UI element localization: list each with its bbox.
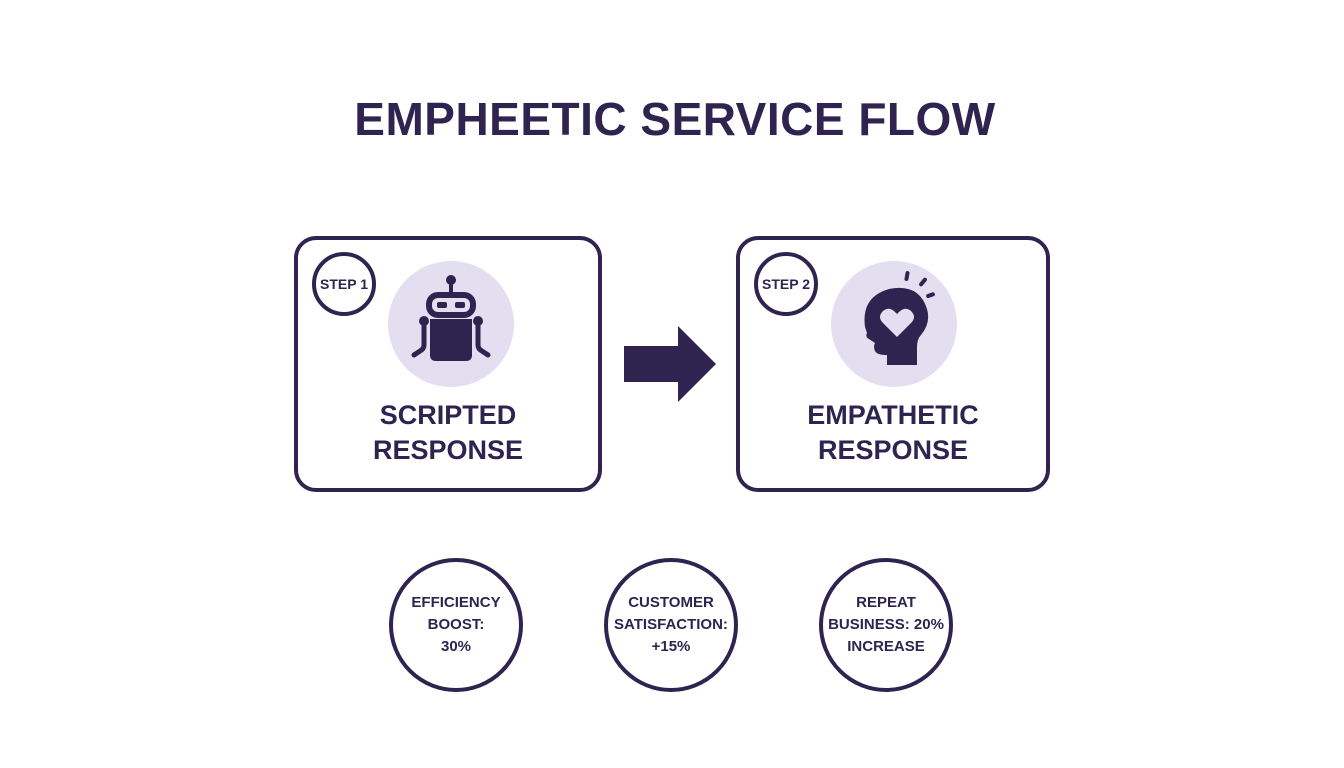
head-heart-icon-circle	[831, 261, 957, 387]
metric-satisfaction-line2: SATISFACTION:	[614, 616, 728, 633]
metric-efficiency: EFFICIENCY BOOST: 30%	[389, 558, 523, 692]
step-2-badge: STEP 2	[754, 252, 818, 316]
metric-repeat-business-line1: REPEAT	[856, 594, 916, 611]
metric-repeat-business-line3: INCREASE	[847, 638, 925, 655]
robot-icon-circle	[388, 261, 514, 387]
step-2-label: EMPATHETIC RESPONSE	[740, 398, 1046, 468]
metric-satisfaction-text: CUSTOMER SATISFACTION: +15%	[608, 592, 734, 658]
metric-satisfaction-line1: CUSTOMER	[628, 594, 714, 611]
step-1-label: SCRIPTED RESPONSE	[298, 398, 598, 468]
step-2-label-line2: RESPONSE	[817, 435, 969, 465]
metric-efficiency-text: EFFICIENCY BOOST: 30%	[393, 592, 519, 658]
step-1-badge: STEP 1	[312, 252, 376, 316]
metric-repeat-business: REPEAT BUSINESS: 20% INCREASE	[819, 558, 953, 692]
metric-satisfaction-line3: +15%	[651, 638, 691, 655]
metric-repeat-business-line2: BUSINESS: 20%	[828, 616, 944, 633]
metric-efficiency-line1: EFFICIENCY	[411, 594, 501, 611]
metric-efficiency-line3: 30%	[440, 638, 472, 655]
metric-repeat-business-text: REPEAT BUSINESS: 20% INCREASE	[823, 592, 949, 658]
metric-satisfaction: CUSTOMER SATISFACTION: +15%	[604, 558, 738, 692]
step-1-card: STEP 1 SCRIPTED	[294, 236, 602, 492]
robot-icon	[411, 275, 491, 361]
right-arrow-icon	[624, 326, 716, 402]
step-1-label-line2: RESPONSE	[372, 435, 524, 465]
diagram-title: EMPHEETIC SERVICE FLOW	[354, 93, 996, 145]
metric-efficiency-line2: BOOST:	[427, 616, 485, 633]
step-2-label-line1: EMPATHETIC	[807, 400, 979, 430]
head-heart-icon	[864, 271, 935, 365]
step-2-card: STEP 2 EMPATHETIC RESPONSE	[736, 236, 1050, 492]
step-1-label-line1: SCRIPTED	[379, 400, 517, 430]
